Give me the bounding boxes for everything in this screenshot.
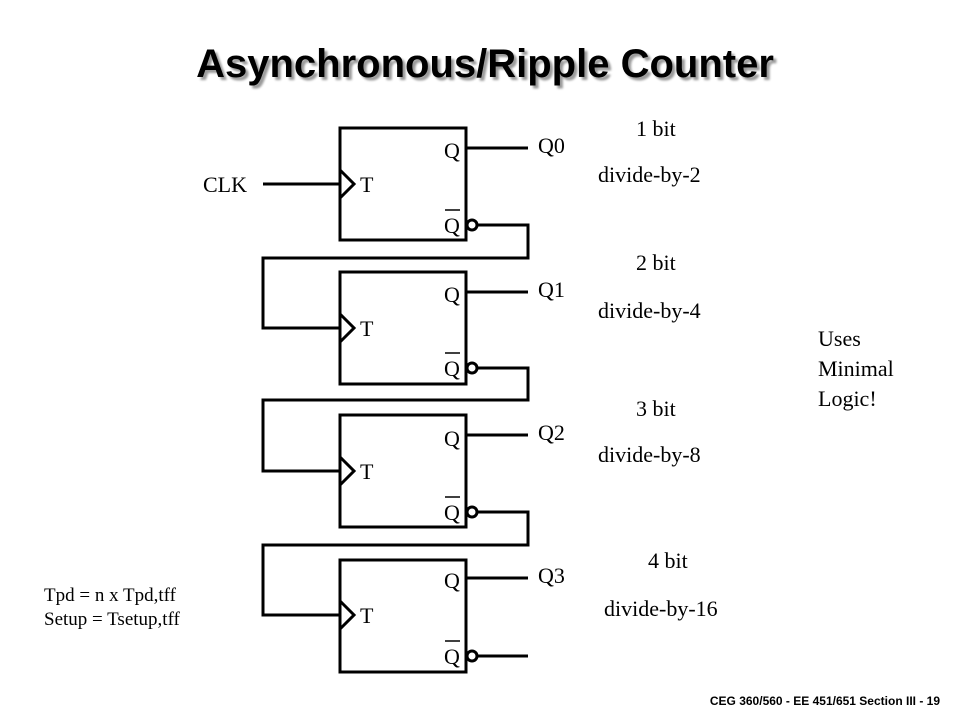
flipflop-3-qbar-bubble (465, 649, 479, 663)
side-note: Uses Minimal Logic! (818, 324, 894, 414)
flipflop-2-clock-triangle (338, 455, 357, 487)
q2-label: Q2 (538, 420, 565, 445)
side-note-line-3: Logic! (818, 386, 877, 411)
q1-label: Q1 (538, 277, 565, 302)
flipflop-2-t-label: T (360, 459, 374, 484)
flipflop-0-qbar-label: Q (444, 213, 460, 238)
ripple-wire-0-to-1 (261, 223, 530, 330)
divide-label-4: divide-by-16 (604, 596, 718, 621)
page-title: Asynchronous/Ripple Counter (196, 42, 774, 86)
flipflop-2-q-label: Q (444, 426, 460, 451)
bits-label-4: 4 bit (648, 548, 688, 573)
timing-note: Tpd = n x Tpd,tff Setup = Tsetup,tff (44, 584, 180, 632)
ripple-wire-1-to-2 (261, 366, 530, 473)
flipflop-3-t-label: T (360, 603, 374, 628)
flipflop-0-qbar-bubble (465, 218, 479, 232)
bits-label-1: 1 bit (636, 116, 676, 141)
flipflop-2-qbar-bubble (465, 505, 479, 519)
divide-label-1: divide-by-2 (598, 162, 701, 187)
flipflop-1-clock-triangle (338, 312, 357, 344)
divide-label-3: divide-by-8 (598, 442, 701, 467)
flipflop-1-q-label: Q (444, 282, 460, 307)
bits-label-2: 2 bit (636, 250, 676, 275)
flipflop-1-qbar-bubble (465, 361, 479, 375)
flipflop-0-q-label: Q (444, 138, 460, 163)
clk-label: CLK (203, 172, 247, 197)
q3-label: Q3 (538, 563, 565, 588)
flipflop-2-qbar-label: Q (444, 500, 460, 525)
slide-footer: CEG 360/560 - EE 451/651 Section III - 1… (709, 694, 940, 708)
q0-label: Q0 (538, 133, 565, 158)
flipflop-1-qbar-label: Q (444, 356, 460, 381)
tpd-equation: Tpd = n x Tpd,tff (44, 585, 176, 606)
flipflop-0-clock-triangle (338, 168, 357, 200)
bits-label-3: 3 bit (636, 396, 676, 421)
ripple-wire-2-to-3 (261, 510, 530, 617)
flipflop-1-t-label: T (360, 316, 374, 341)
setup-equation: Setup = Tsetup,tff (44, 609, 180, 630)
flipflop-3-qbar-label: Q (444, 644, 460, 669)
divide-label-2: divide-by-4 (598, 298, 701, 323)
side-note-line-2: Minimal (818, 356, 894, 381)
flipflop-0-t-label: T (360, 172, 374, 197)
flipflop-3-clock-triangle (338, 599, 357, 631)
flipflop-3-q-label: Q (444, 568, 460, 593)
side-note-line-1: Uses (818, 326, 861, 351)
